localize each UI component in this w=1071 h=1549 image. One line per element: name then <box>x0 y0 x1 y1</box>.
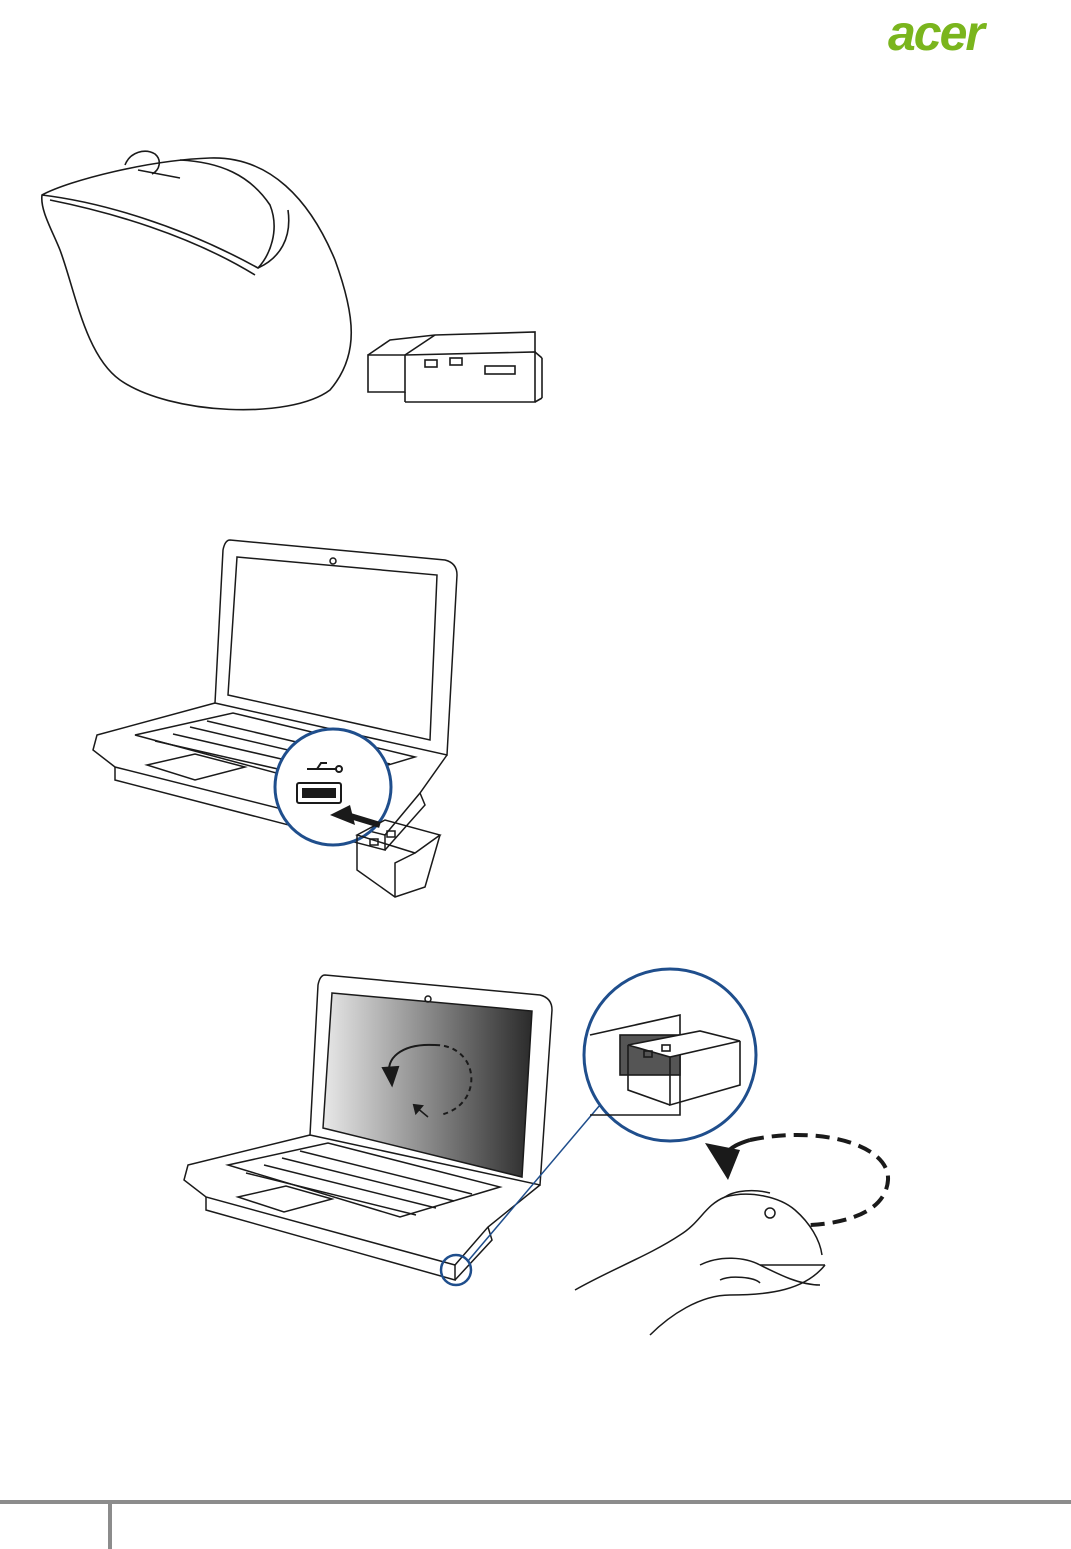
mouse-icon <box>30 140 550 420</box>
pair-mouse-illustration <box>180 965 920 1340</box>
usb-receiver-icon <box>368 332 542 402</box>
footer-rule <box>0 1500 1071 1504</box>
acer-logo: acer <box>888 12 1058 56</box>
footer-divider <box>108 1504 112 1549</box>
insert-receiver-illustration <box>85 535 475 905</box>
usb-port-callout <box>275 729 391 845</box>
port-callout <box>441 1255 471 1285</box>
mouse-and-receiver-illustration <box>30 140 550 420</box>
svg-text:acer: acer <box>888 12 987 56</box>
hand-icon <box>575 1191 825 1335</box>
